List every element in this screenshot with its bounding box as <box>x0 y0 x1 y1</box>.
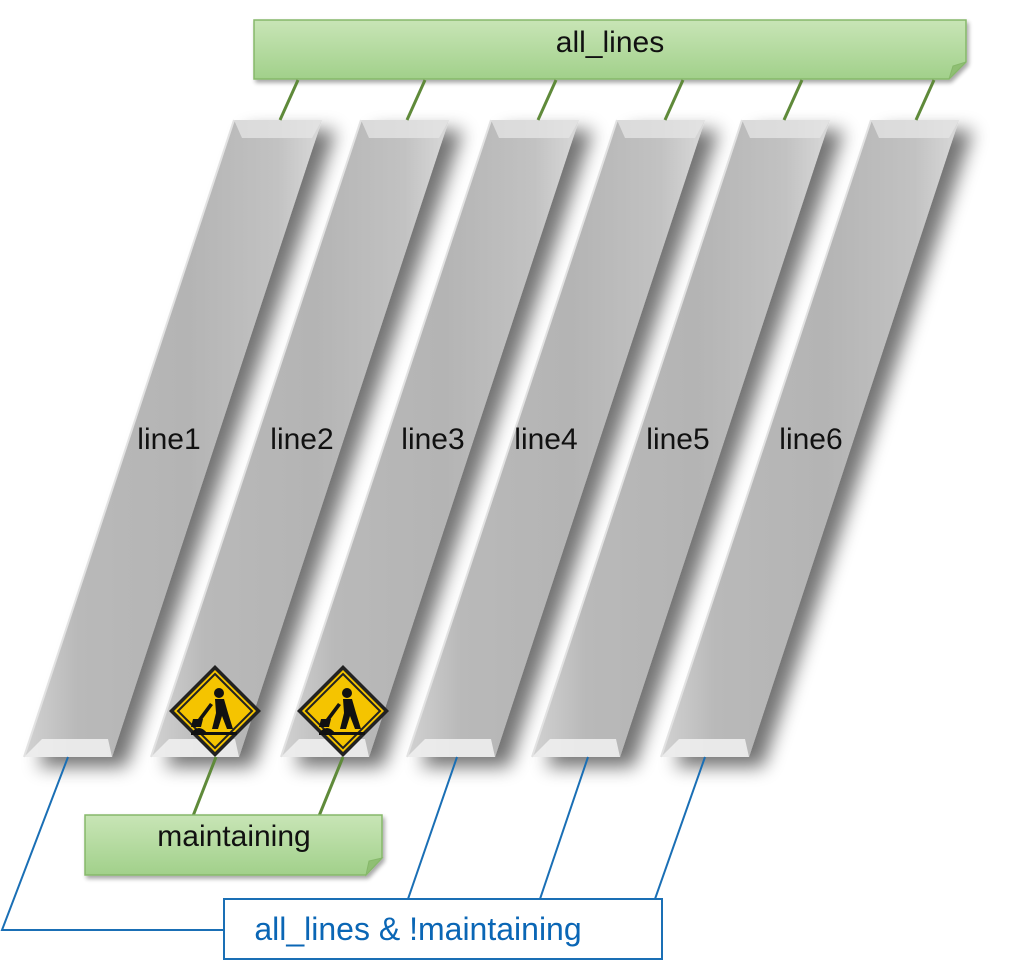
all-lines-note: all_lines <box>253 19 967 80</box>
line-label-1: line1 <box>137 423 200 456</box>
line-label-6: line6 <box>779 423 842 456</box>
line-label-3: line3 <box>401 423 464 456</box>
maintenance-signs <box>169 665 389 757</box>
worker-warning-sign-icon <box>297 665 389 757</box>
maintaining-note: maintaining <box>84 756 384 877</box>
line-strips: line1 line2 line3 line4 line5 line6 <box>23 119 959 758</box>
line-strip-6: line6 <box>660 119 959 758</box>
available-connectors <box>0 756 706 931</box>
worker-warning-sign-icon <box>169 665 261 757</box>
available-lines-label: all_lines & !maintaining <box>254 911 581 947</box>
line-strip-1: line1 <box>23 119 322 758</box>
line-strip-4: line4 <box>406 119 705 758</box>
maintaining-label: maintaining <box>157 820 310 853</box>
line-label-2: line2 <box>270 423 333 456</box>
all-lines-label: all_lines <box>556 26 664 59</box>
line-label-4: line4 <box>514 423 577 456</box>
available-lines-box: all_lines & !maintaining <box>223 898 663 960</box>
all-lines-connectors <box>278 79 936 121</box>
line-label-5: line5 <box>646 423 709 456</box>
line-strip-5: line5 <box>531 119 830 758</box>
